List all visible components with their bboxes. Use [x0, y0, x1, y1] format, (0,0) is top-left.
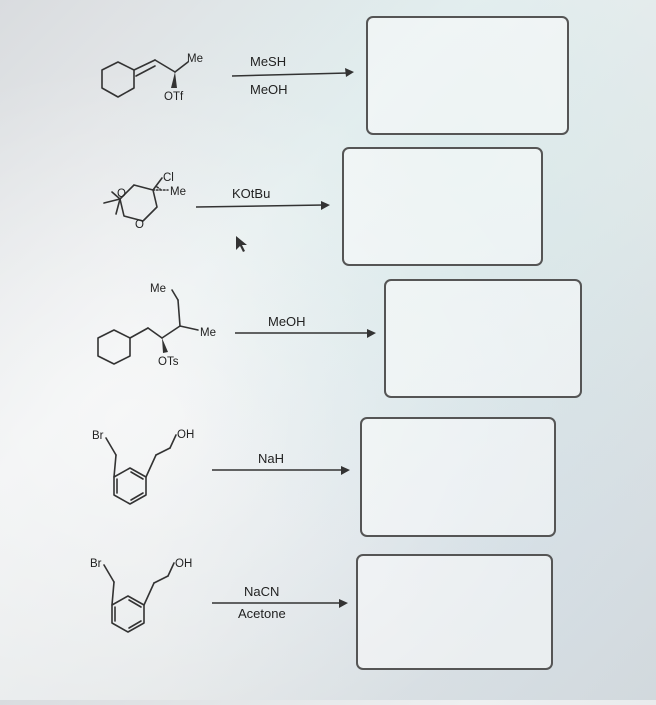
- arrow-head: [321, 201, 330, 210]
- label-otf: OTf: [164, 91, 184, 103]
- mouse-pointer-icon: [236, 236, 247, 252]
- label-me-right: Me: [200, 327, 216, 339]
- arrow-head: [345, 68, 354, 77]
- label-ring-o-1: O: [117, 188, 126, 200]
- arrow-head: [367, 329, 376, 338]
- arrow-head: [339, 599, 348, 608]
- reactant-2-structure: Cl Me O O: [103, 172, 186, 231]
- answer-box-4[interactable]: [360, 417, 556, 537]
- reagent-bottom: Acetone: [238, 606, 286, 621]
- reaction-2: Cl Me O O KOtBu: [103, 147, 543, 266]
- reactant-3-structure: Me Me OTs: [97, 283, 216, 368]
- label-me: Me: [187, 53, 203, 65]
- label-br: Br: [92, 430, 104, 442]
- label-me-top: Me: [150, 283, 166, 295]
- reagent-top: KOtBu: [232, 186, 270, 201]
- reaction-1: Me OTf MeSH MeOH: [101, 16, 569, 135]
- reagent-top: NaH: [258, 451, 284, 466]
- reagent-top: MeSH: [250, 54, 286, 69]
- reactant-1-structure: Me OTf: [101, 53, 203, 103]
- answer-box-3[interactable]: [384, 279, 582, 398]
- label-oh: OH: [175, 558, 192, 570]
- label-br: Br: [90, 558, 102, 570]
- reactant-4-structure: Br OH: [92, 429, 194, 505]
- reagent-top: MeOH: [268, 314, 306, 329]
- answer-box-1[interactable]: [366, 16, 569, 135]
- label-cl: Cl: [163, 172, 174, 184]
- reaction-arrow: [195, 204, 325, 208]
- reaction-4: Br OH NaH: [92, 417, 556, 537]
- reagent-bottom: MeOH: [250, 82, 288, 97]
- reagent-top: NaCN: [244, 584, 279, 599]
- reaction-5: Br OH NaCN Acetone: [90, 554, 553, 670]
- label-oh: OH: [177, 429, 194, 441]
- reactant-5-structure: Br OH: [90, 558, 192, 633]
- reaction-3: Me Me OTs MeOH: [97, 279, 582, 398]
- label-ring-o-2: O: [135, 219, 144, 231]
- label-ots: OTs: [158, 356, 179, 368]
- arrow-head: [341, 466, 350, 475]
- answer-box-5[interactable]: [356, 554, 553, 670]
- answer-box-2[interactable]: [342, 147, 543, 266]
- reaction-arrow: [231, 72, 349, 77]
- label-me: Me: [170, 186, 186, 198]
